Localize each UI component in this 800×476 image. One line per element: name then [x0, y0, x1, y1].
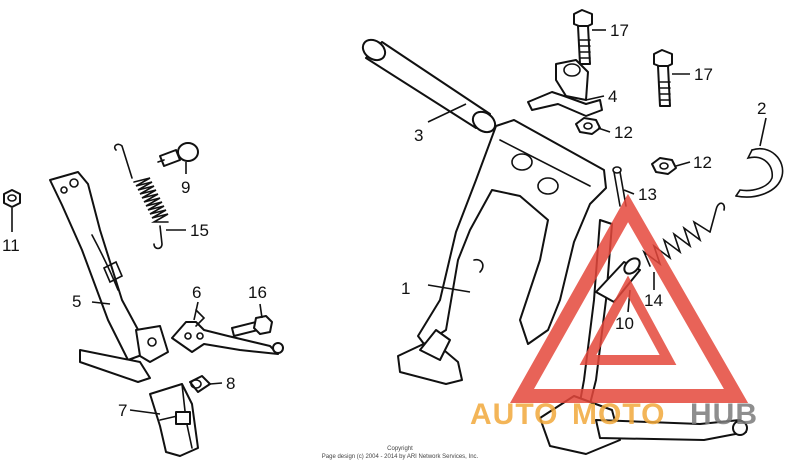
- part-12-nut-b[interactable]: [651, 157, 677, 175]
- callout-7: 7: [118, 401, 127, 420]
- callout-9: 9: [181, 178, 190, 197]
- callout-17b: 17: [694, 65, 713, 84]
- part-13-pin[interactable]: [612, 166, 627, 207]
- copyright-notice: Copyright Page design (c) 2004 - 2014 by…: [322, 446, 479, 460]
- watermark-logo: AUTO MOTO HUB: [470, 193, 758, 431]
- callout-14: 14: [644, 291, 663, 310]
- callout-13: 13: [638, 185, 657, 204]
- callout-labels: 3 1 2 4 5 6 7 8 9 10 11 12 12 13 14 15 1…: [2, 21, 766, 420]
- part-12-nut-a[interactable]: [575, 117, 601, 135]
- callout-1: 1: [401, 279, 410, 298]
- part-5-side-stand[interactable]: [49, 171, 169, 383]
- copyright-line-2: Page design (c) 2004 - 2014 by ARI Netwo…: [322, 454, 479, 460]
- callout-12a: 12: [614, 123, 633, 142]
- part-4-bracket[interactable]: [527, 59, 603, 117]
- part-17-bolt-b[interactable]: [653, 49, 673, 107]
- callout-8: 8: [226, 374, 235, 393]
- callout-10: 10: [615, 314, 634, 333]
- callout-3: 3: [414, 126, 423, 145]
- leader-lines: [11, 29, 767, 415]
- part-8-cap[interactable]: [189, 375, 211, 393]
- watermark-moto: MOTO: [572, 398, 665, 431]
- watermark-hub: HUB: [690, 398, 758, 431]
- watermark-triangle-outer: [510, 193, 749, 403]
- callout-5: 5: [72, 292, 81, 311]
- part-7-pad[interactable]: [149, 383, 199, 457]
- part-6-bracket[interactable]: [171, 309, 284, 355]
- watermark-auto: AUTO: [470, 398, 558, 431]
- copyright-line-1: Copyright: [387, 446, 413, 452]
- callout-6: 6: [192, 283, 201, 302]
- part-1-stand-foot[interactable]: [539, 395, 748, 455]
- callout-16: 16: [248, 283, 267, 302]
- part-15-spring[interactable]: [113, 143, 169, 250]
- part-1-main-stand[interactable]: [397, 119, 613, 425]
- part-16-bolt[interactable]: [231, 315, 273, 337]
- part-17-bolt-a[interactable]: [573, 9, 593, 65]
- callout-11: 11: [2, 236, 20, 255]
- callout-17a: 17: [610, 21, 629, 40]
- part-11-nut[interactable]: [3, 189, 21, 208]
- callout-4: 4: [608, 87, 617, 106]
- part-2-snap-ring[interactable]: [735, 147, 784, 198]
- part-9-bolt[interactable]: [157, 142, 199, 167]
- callout-12b: 12: [693, 153, 712, 172]
- callout-15: 15: [190, 221, 209, 240]
- callout-2: 2: [757, 99, 766, 118]
- watermark-triangle-inner: [579, 275, 677, 365]
- part-10-collar[interactable]: [595, 255, 643, 303]
